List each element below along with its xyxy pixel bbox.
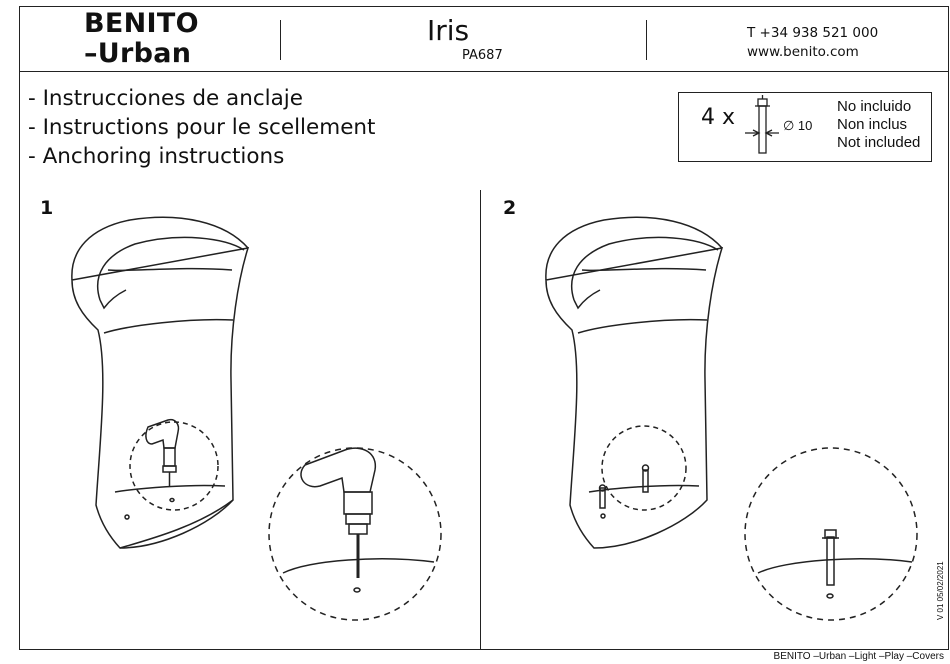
step-1-detail-circle	[268, 447, 442, 621]
brand-line-2: –Urban	[84, 38, 192, 69]
hardware-quantity: 4 x	[701, 105, 736, 130]
steps-divider	[480, 190, 481, 650]
diameter-label: ∅ 10	[783, 118, 813, 133]
brand-line-1: BENITO	[84, 8, 199, 39]
step-1-number: 1	[40, 197, 54, 219]
step-2-planter-illustration	[545, 216, 724, 549]
instruction-title-fr: - Instructions pour le scellement	[28, 115, 376, 140]
not-included-en: Not included	[837, 134, 921, 151]
header-separator-right	[646, 20, 647, 60]
step-1-planter-illustration	[71, 216, 250, 549]
page-frame	[19, 6, 949, 650]
contact-info: T +34 938 521 000 www.benito.com	[747, 24, 878, 62]
product-code: PA687	[462, 48, 503, 63]
hardware-box: 4 x ∅ 10 No incluido Non inclus Not incl…	[678, 92, 932, 162]
not-included-note: No incluido Non inclus Not included	[837, 98, 920, 152]
not-included-fr: Non inclus	[837, 116, 908, 133]
anchor-bolt-icon	[745, 95, 779, 154]
header-separator-left	[280, 20, 281, 60]
not-included-es: No incluido	[837, 98, 912, 115]
step-2-number: 2	[503, 197, 517, 219]
instruction-title-en: - Anchoring instructions	[28, 144, 285, 169]
step-2-detail-circle	[744, 447, 918, 621]
product-name: Iris	[427, 14, 470, 47]
instruction-titles: - Instrucciones de anclaje - Instruction…	[28, 84, 376, 171]
instruction-title-es: - Instrucciones de anclaje	[28, 86, 303, 111]
version-stamp: V 01 05/02/2021	[936, 561, 945, 620]
header-divider	[19, 71, 949, 72]
phone-number: T +34 938 521 000	[747, 25, 879, 41]
footer-brand-line: BENITO –Urban –Light –Play –Covers	[773, 651, 944, 662]
website: www.benito.com	[747, 44, 859, 60]
brand-logo: BENITO –Urban	[84, 9, 199, 69]
